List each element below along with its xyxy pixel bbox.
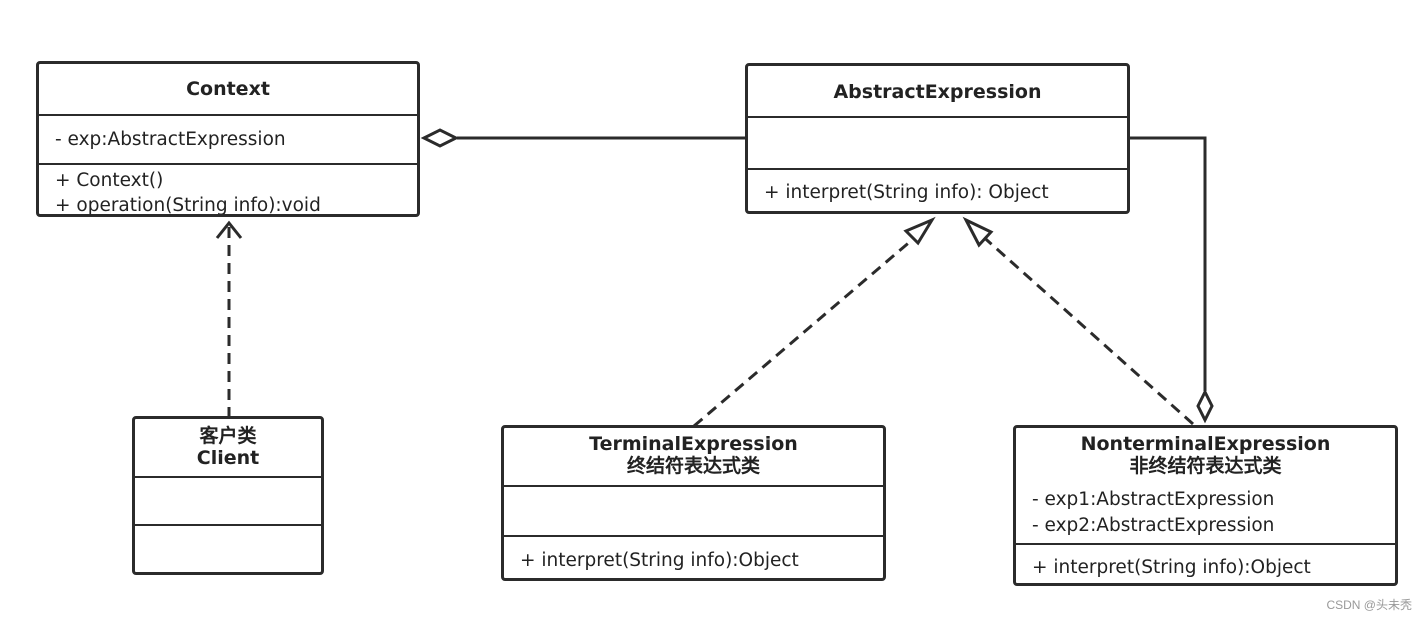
nonterminal-realization-edge bbox=[962, 216, 1194, 426]
class-name-section: TerminalExpression 终结符表达式类 bbox=[504, 428, 883, 485]
attributes-section bbox=[135, 476, 321, 524]
methods-section bbox=[135, 524, 321, 572]
attributes-section bbox=[748, 116, 1127, 168]
method: + interpret(String info):Object bbox=[520, 550, 799, 571]
class-name-cn: 非终结符表达式类 bbox=[1129, 455, 1282, 477]
open-arrow-head bbox=[215, 220, 243, 239]
aggregation-diamond bbox=[420, 128, 460, 148]
methods-section: + interpret(String info): Object bbox=[748, 168, 1127, 211]
attribute: - exp:AbstractExpression bbox=[55, 129, 286, 150]
method: + Context() bbox=[55, 170, 164, 191]
hollow-triangle-head bbox=[903, 216, 936, 246]
class-name-cn: 终结符表达式类 bbox=[626, 455, 760, 477]
hollow-triangle-head bbox=[962, 216, 994, 248]
client-dependency-edge bbox=[215, 220, 243, 418]
attributes-section: - exp:AbstractExpression bbox=[39, 114, 417, 163]
class-terminal-expression[interactable]: TerminalExpression 终结符表达式类 + interpret(S… bbox=[501, 425, 886, 581]
class-context[interactable]: Context - exp:AbstractExpression + Conte… bbox=[36, 61, 420, 217]
class-name: AbstractExpression bbox=[833, 81, 1042, 103]
class-abstract-expression[interactable]: AbstractExpression + interpret(String in… bbox=[745, 63, 1130, 214]
class-name: NonterminalExpression bbox=[1080, 433, 1331, 455]
methods-section: + interpret(String info):Object bbox=[1016, 543, 1395, 583]
attributes-section: - exp1:AbstractExpression - exp2:Abstrac… bbox=[1016, 485, 1395, 543]
context-aggregation-edge bbox=[420, 128, 745, 148]
terminal-realization-edge bbox=[693, 216, 936, 428]
attributes-section bbox=[504, 485, 883, 535]
class-name-cn: 客户类 bbox=[199, 425, 257, 447]
attribute: - exp2:AbstractExpression bbox=[1032, 515, 1275, 536]
aggregation-diamond bbox=[1196, 388, 1214, 424]
attribute: - exp1:AbstractExpression bbox=[1032, 489, 1275, 510]
method: + interpret(String info): Object bbox=[764, 182, 1049, 203]
nonterminal-aggregation-edge bbox=[1130, 136, 1214, 424]
methods-section: + Context() + operation(String info):voi… bbox=[39, 163, 417, 216]
class-client[interactable]: 客户类 Client bbox=[132, 416, 324, 575]
watermark: CSDN @头未秃 bbox=[1326, 598, 1412, 612]
class-nonterminal-expression[interactable]: NonterminalExpression 非终结符表达式类 - exp1:Ab… bbox=[1013, 425, 1398, 586]
class-name: Client bbox=[196, 447, 260, 469]
method: + interpret(String info):Object bbox=[1032, 557, 1311, 578]
method: + operation(String info):void bbox=[55, 195, 321, 216]
class-name-section: NonterminalExpression 非终结符表达式类 bbox=[1016, 428, 1395, 485]
methods-section: + interpret(String info):Object bbox=[504, 535, 883, 578]
class-name: TerminalExpression bbox=[589, 433, 798, 455]
class-name-section: Context bbox=[39, 64, 417, 114]
class-name-section: AbstractExpression bbox=[748, 66, 1127, 116]
class-name: Context bbox=[186, 78, 270, 100]
class-name-section: 客户类 Client bbox=[135, 419, 321, 476]
